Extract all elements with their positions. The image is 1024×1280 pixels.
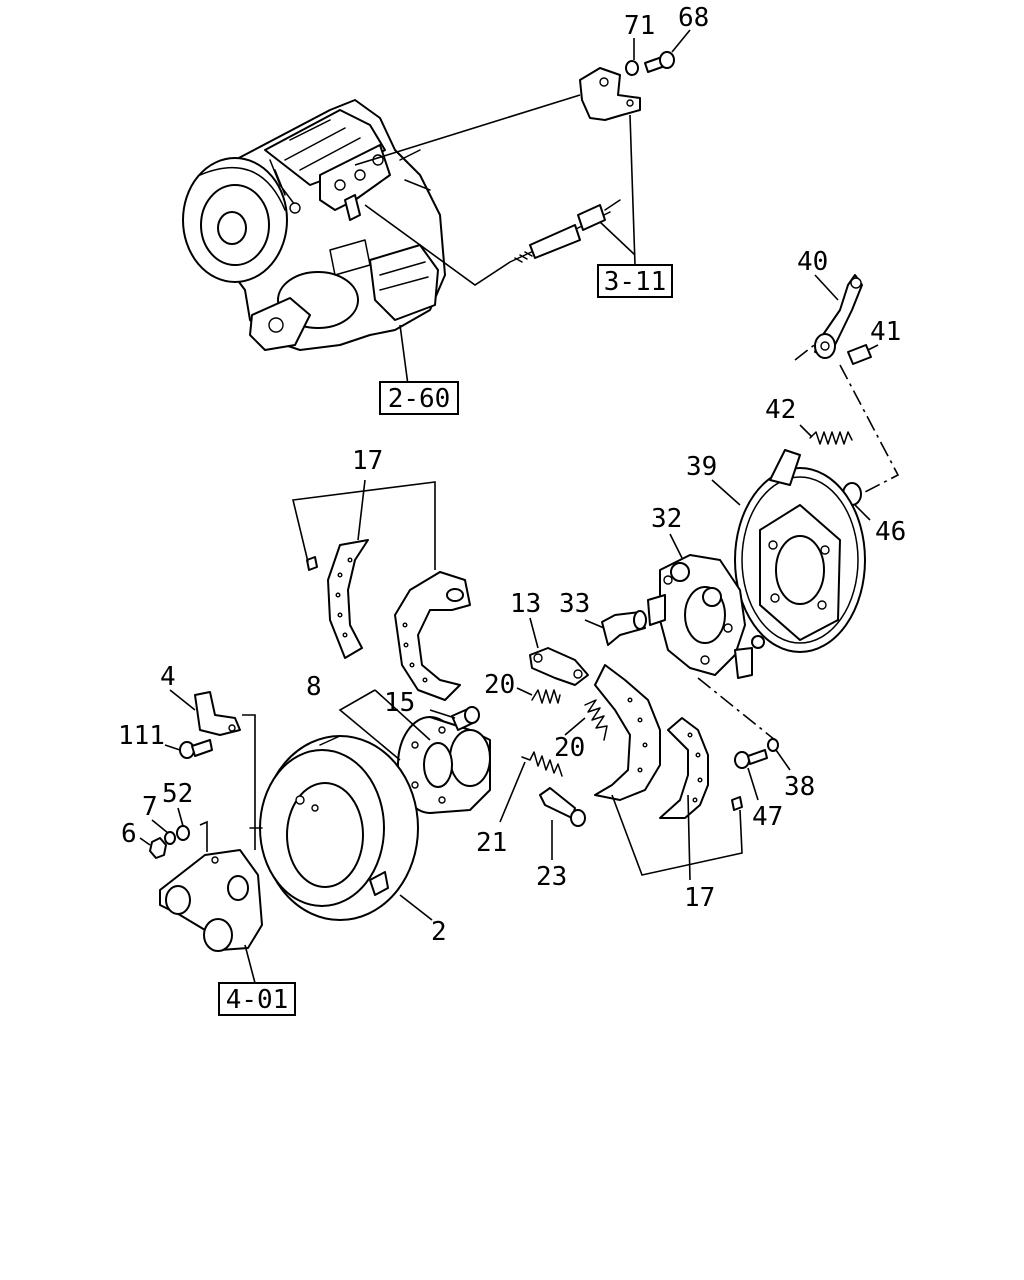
leader-311-b — [599, 221, 636, 256]
plate-dash-line — [697, 677, 776, 741]
callout-8: 8 — [306, 672, 322, 702]
switch-23 — [539, 787, 586, 827]
washer-7 — [164, 831, 176, 845]
leader-260 — [399, 324, 409, 386]
callout-111: 111 — [118, 721, 165, 751]
control-cable — [509, 199, 621, 263]
leader-8 — [338, 689, 431, 761]
callout-20-lower: 20 — [554, 733, 585, 763]
callout-20-upper: 20 — [484, 670, 515, 700]
callout-46: 46 — [875, 517, 906, 547]
svg-text:2-60: 2-60 — [388, 384, 451, 414]
callout-41: 41 — [870, 317, 901, 347]
svg-text:4-01: 4-01 — [226, 985, 289, 1015]
leader-311-a — [629, 114, 636, 266]
spring-21 — [521, 751, 563, 777]
bolt-111 — [179, 739, 213, 759]
callout-6: 6 — [121, 819, 137, 849]
bolt-15 — [451, 706, 480, 731]
leader-pump-bracket — [354, 94, 581, 166]
ref-box-4-01[interactable]: 4-01 — [218, 982, 296, 1016]
brake-shoe-17-lower-left — [594, 664, 661, 801]
callout-21: 21 — [476, 828, 507, 858]
anchor-plate-32 — [647, 554, 765, 679]
lever-40 — [814, 274, 863, 359]
leader-pump-cable — [364, 204, 511, 286]
callout-15: 15 — [384, 688, 415, 718]
callout-labels: 71 68 40 41 42 39 46 32 17 13 33 4 8 15 … — [118, 3, 906, 947]
callout-47: 47 — [752, 802, 783, 832]
callout-52: 52 — [162, 779, 193, 809]
leader-401 — [244, 944, 256, 984]
callout-68: 68 — [678, 3, 709, 33]
nut-6 — [149, 837, 167, 859]
brake-shoe-17-upper-right — [394, 571, 471, 701]
svg-text:3-11: 3-11 — [604, 267, 667, 297]
callout-2: 2 — [431, 917, 447, 947]
spring-20-lower — [584, 699, 608, 741]
callout-13: 13 — [510, 589, 541, 619]
bolt-68 — [644, 51, 675, 73]
callout-42: 42 — [765, 395, 796, 425]
leader-17-upper — [292, 479, 436, 570]
ref-box-2-60[interactable]: 2-60 — [379, 381, 459, 415]
callout-40: 40 — [797, 247, 828, 277]
callout-23: 23 — [536, 862, 567, 892]
spring-42 — [809, 431, 853, 445]
callout-32: 32 — [651, 504, 682, 534]
callout-leaders — [139, 29, 879, 921]
leader-17-lower — [611, 794, 743, 881]
bolt-47 — [734, 749, 768, 769]
bracket-4 — [194, 691, 241, 736]
callout-33: 33 — [559, 589, 590, 619]
rivet-17-lower — [731, 796, 743, 811]
callout-38: 38 — [784, 772, 815, 802]
pin-41 — [847, 344, 872, 365]
back-plate-39 — [734, 449, 866, 653]
callout-17-lower: 17 — [684, 883, 715, 913]
leader-52 — [199, 820, 208, 852]
rivet-17-upper — [306, 556, 318, 571]
adjuster-33 — [601, 610, 647, 646]
mounting-bracket — [159, 849, 263, 952]
washer-38 — [767, 738, 779, 752]
ref-box-3-11[interactable]: 3-11 — [597, 264, 673, 298]
brake-shoe-17-upper-left — [327, 539, 369, 659]
link-13 — [529, 647, 589, 686]
spring-20-upper — [531, 689, 561, 704]
callout-4: 4 — [160, 662, 176, 692]
drum-2 — [249, 735, 419, 921]
callout-39: 39 — [686, 452, 717, 482]
stop-cable-bracket — [579, 67, 641, 121]
injection-pump-assembly — [182, 99, 446, 351]
hub-8 — [397, 716, 491, 814]
callout-17-upper: 17 — [352, 446, 383, 476]
brake-shoe-17-lower-right — [659, 717, 709, 819]
lever-dash-line — [794, 341, 900, 493]
washer-52 — [176, 825, 190, 841]
washer-71 — [625, 60, 639, 76]
callout-71: 71 — [624, 11, 655, 41]
leader-4 — [242, 714, 256, 850]
callout-7: 7 — [142, 792, 158, 822]
